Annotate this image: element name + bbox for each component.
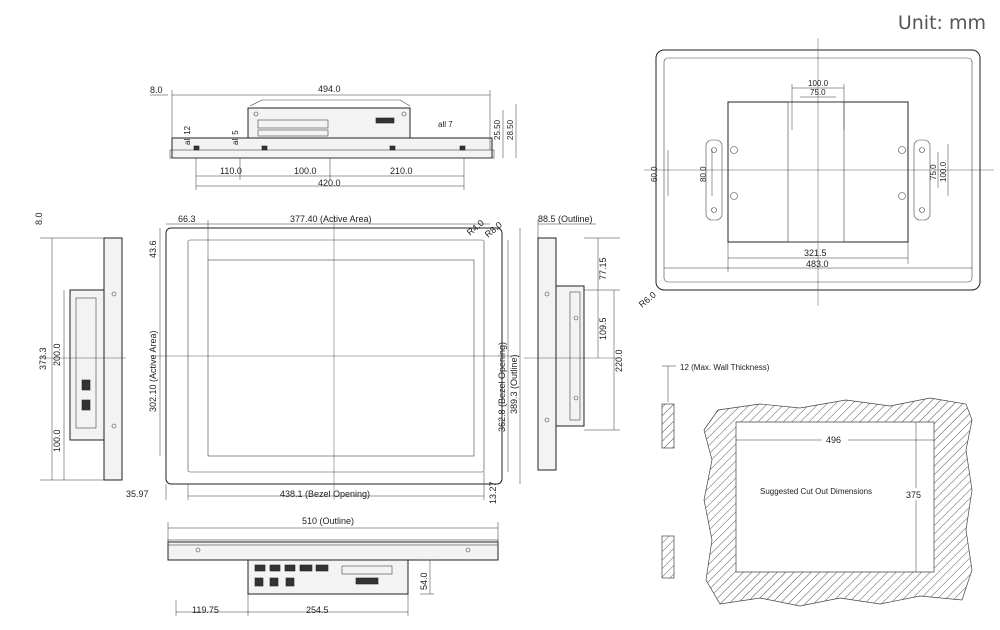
front-dim-66-3: 66.3 — [178, 214, 196, 224]
cutout-view: 12 (Max. Wall Thickness) 496 375 Suggest… — [661, 363, 973, 607]
rear-dim-75-v: 75.0 — [929, 164, 938, 180]
top-view-box — [247, 107, 411, 139]
top-dim-210: 210.0 — [390, 166, 413, 176]
front-dim-13-27: 13.27 — [488, 481, 498, 504]
cutout-wall-label: 12 (Max. Wall Thickness) — [680, 363, 770, 372]
top-dim-28-50: 28.50 — [506, 119, 515, 140]
bottom-dim-254-5: 254.5 — [306, 605, 329, 615]
front-dim-35-97: 35.97 — [126, 489, 149, 499]
bottom-dim-54: 54.0 — [419, 572, 429, 590]
right-dim-outline-depth: 88.5 (Outline) — [538, 214, 593, 224]
right-dim-77-15: 77.15 — [598, 257, 608, 280]
rear-dim-321-5: 321.5 — [804, 248, 827, 258]
right-dim-109-5: 109.5 — [598, 317, 608, 340]
front-dim-bezel-w: 438.1 (Bezel Opening) — [280, 489, 370, 499]
wall-section-bottom — [661, 535, 675, 579]
rear-dim-100: 100.0 — [808, 79, 829, 88]
rear-dim-75: 75.0 — [810, 88, 826, 97]
unit-label: Unit: mm — [897, 12, 986, 34]
cutout-height: 375 — [906, 490, 921, 500]
front-active-area — [207, 259, 475, 457]
rear-dim-60: 60.0 — [650, 166, 659, 182]
rear-dim-80: 80.0 — [699, 166, 708, 182]
left-dim-100: 100.0 — [52, 429, 62, 452]
top-dim-420: 420.0 — [318, 178, 341, 188]
front-dim-active-w: 377.40 (Active Area) — [290, 214, 372, 224]
top-dim-all7: all 7 — [438, 120, 453, 129]
rear-view: 100.0 75.0 60.0 80.0 75.0 100.0 321.5 48… — [637, 38, 994, 310]
left-dim-200: 200.0 — [52, 343, 62, 366]
bottom-dim-119-75: 119.75 — [192, 605, 219, 615]
rear-dim-100-v: 100.0 — [939, 161, 948, 182]
top-dim-8: 8.0 — [150, 85, 163, 95]
front-dim-43-6: 43.6 — [148, 240, 158, 258]
top-dim-all12: all 12 — [183, 125, 192, 145]
top-dim-all5: all 5 — [231, 130, 240, 145]
front-dim-outline-h: 389.3 (Outline) — [509, 354, 519, 414]
top-view-chassis — [171, 137, 493, 159]
left-dim-373-3: 373.3 — [38, 347, 48, 370]
cutout-panel — [703, 397, 973, 607]
wall-section-top — [661, 403, 675, 449]
bottom-dim-outline-w: 510 (Outline) — [302, 516, 354, 526]
rear-dim-r6: R6.0 — [637, 290, 658, 310]
front-dim-bezel-h: 362.8 (Bezel Opening) — [497, 342, 507, 432]
cutout-caption: Suggested Cut Out Dimensions — [760, 487, 872, 496]
front-view: 66.3 377.40 (Active Area) R4.0 R8.0 43.6… — [126, 214, 521, 504]
right-dim-220: 220.0 — [614, 349, 624, 372]
top-dim-494: 494.0 — [318, 84, 341, 94]
right-side-view: 88.5 (Outline) 77.15 109.5 220.0 — [524, 214, 624, 471]
top-view: 8.0 494.0 all 12 all 5 all 7 25.50 28.50… — [150, 84, 517, 190]
bottom-view: 510 (Outline) 54.0 119.75 254.5 — [167, 516, 499, 616]
front-dim-active-h: 302.10 (Active Area) — [148, 330, 158, 412]
top-dim-25-50: 25.50 — [493, 119, 502, 140]
left-dim-8: 8.0 — [34, 212, 44, 225]
top-dim-100: 100.0 — [294, 166, 317, 176]
left-view-bezel — [103, 237, 123, 481]
left-side-view: 8.0 373.3 200.0 100.0 — [34, 212, 126, 481]
rear-dim-483: 483.0 — [806, 259, 829, 269]
front-dim-r4: R4.0 — [465, 218, 486, 238]
front-dim-r8: R8.0 — [483, 220, 504, 240]
cutout-width: 496 — [826, 435, 841, 445]
top-dim-110: 110.0 — [220, 166, 242, 176]
right-view-bezel — [537, 237, 557, 471]
